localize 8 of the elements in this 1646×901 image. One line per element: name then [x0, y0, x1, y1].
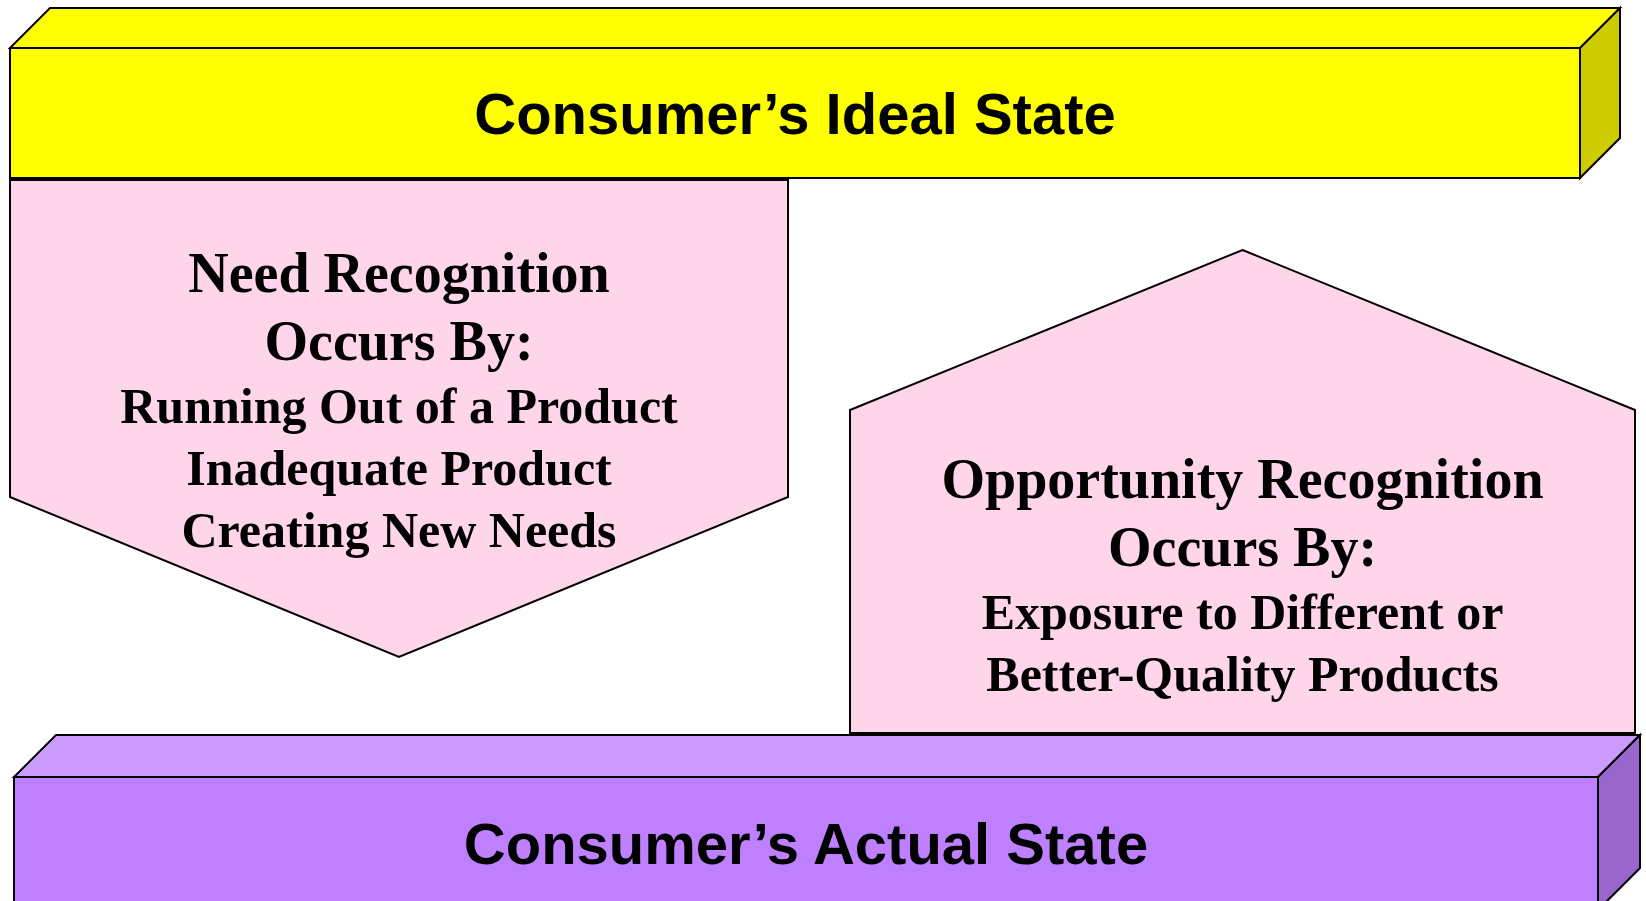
panel-heading: Need Recognition Occurs By:	[187, 241, 611, 374]
panel-text: Inadequate Product	[186, 439, 612, 498]
band-title: Consumer’s Actual State	[463, 810, 1149, 877]
panel-text: Exposure to Different or Better-Quality Products	[980, 583, 1505, 704]
band-title: Consumer’s Ideal State	[474, 79, 1116, 147]
panel-heading: Opportunity Recognition Occurs By:	[940, 447, 1545, 580]
panel-text: Running Out of a Product	[120, 377, 678, 436]
panel-text: Creating New Needs	[181, 501, 617, 560]
